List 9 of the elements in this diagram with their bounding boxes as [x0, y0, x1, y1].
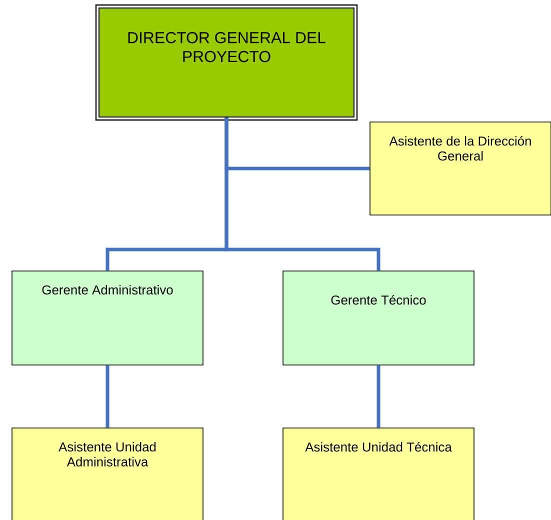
assistant-box: Asistente Unidad Administrativa — [12, 428, 204, 520]
assistant-box: Asistente de la Dirección General — [370, 122, 551, 216]
manager-box: Gerente Administrativo — [12, 270, 204, 366]
connector-line — [224, 118, 380, 271]
assistant-box: Asistente Unidad Técnica — [282, 428, 474, 520]
manager-box: Gerente Técnico — [282, 270, 474, 366]
director-box: DIRECTOR GENERAL DEL PROYECTO — [95, 4, 358, 121]
connector-line — [376, 365, 380, 428]
connector-line — [106, 365, 110, 428]
